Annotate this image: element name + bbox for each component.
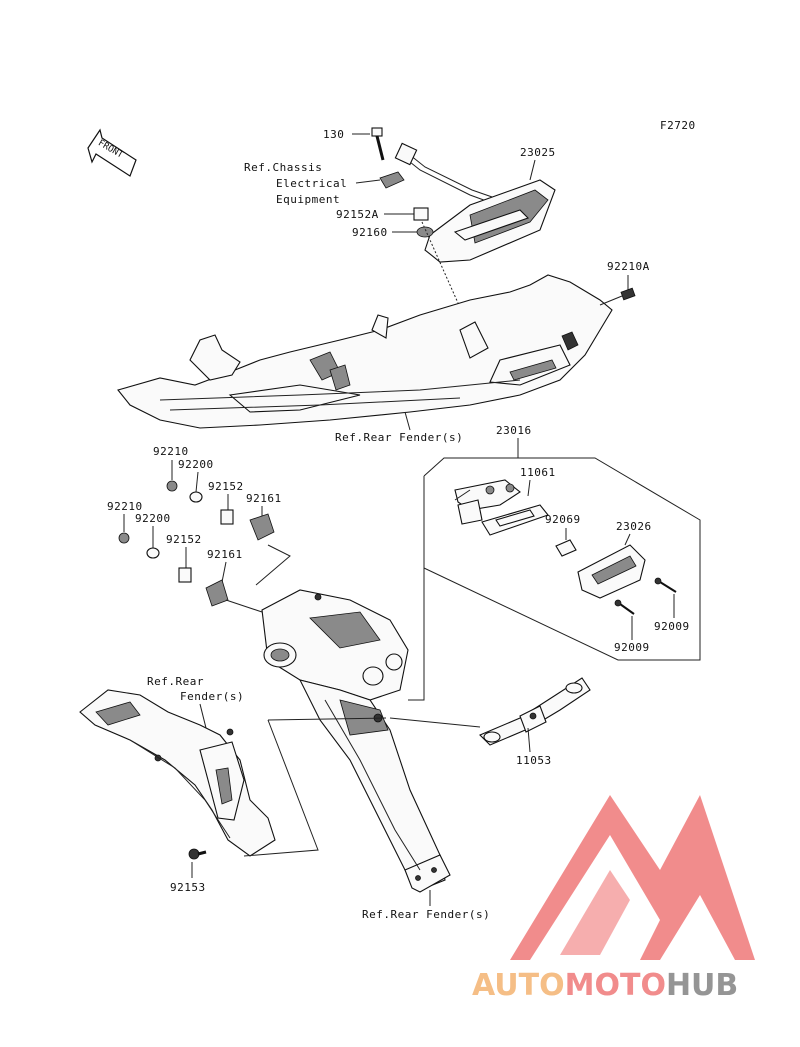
rear-fender-bracket-drawing [261,589,451,893]
license-plate-holder-drawing [479,677,591,746]
label-92200-b: 92200 [135,512,171,525]
label-11053: 11053 [516,754,552,767]
nut-92210-b-icon [118,532,130,544]
label-92210-b: 92210 [107,500,143,513]
label-23025: 23025 [520,146,556,159]
label-92210A: 92210A [607,260,650,273]
automotohub-watermark-logo: AUTOMOTOHUB [472,795,755,1003]
washer-92200-b-icon [146,547,160,559]
ref-rear-fender-top: Ref.Rear Fender(s) [335,431,463,444]
label-11061: 11061 [520,466,556,479]
ref-rear-fender-left-line1: Ref.Rear [147,675,204,688]
nut-92210-a-icon [166,480,178,492]
svg-text:AUTOMOTOHUB: AUTOMOTOHUB [472,968,738,1003]
label-130: 130 [323,128,344,141]
bolt-130-drawing [371,127,385,161]
label-92160: 92160 [352,226,388,239]
label-92152A: 92152A [336,208,379,221]
ref-chassis-line1: Ref.Chassis [244,161,322,174]
collar-92152-b-icon [178,567,192,583]
ref-rear-fender-bottom: Ref.Rear Fender(s) [362,908,490,921]
label-92152-b: 92152 [166,533,202,546]
ref-chassis-line3: Equipment [276,193,340,206]
watermark-hub: HUB [666,968,738,1003]
label-92069: 92069 [545,513,581,526]
rear-fender-left-drawing [79,689,276,857]
watermark-moto: MOTO [565,968,666,1003]
license-lamp-drawing [577,544,646,599]
washer-92200-a-icon [189,491,203,503]
collar-92152-a-icon [220,509,234,525]
label-23026: 23026 [616,520,652,533]
label-23016: 23016 [496,424,532,437]
front-arrow-icon: FRONT [87,128,137,177]
label-92009-b: 92009 [614,641,650,654]
bolt-92153-drawing [188,848,207,860]
label-92161-b: 92161 [207,548,243,561]
label-92200-a: 92200 [178,458,214,471]
label-92153: 92153 [170,881,206,894]
ref-chassis-line2: Electrical [276,177,347,190]
label-92009-a: 92009 [654,620,690,633]
screw-92009-b-drawing [614,599,635,615]
watermark-auto: AUTO [472,968,565,1003]
license-lamp-gasket-drawing [481,504,549,536]
tail-light-assembly-drawing [394,142,556,263]
screw-92009-a-drawing [654,577,677,593]
ref-rear-fender-left-line2: Fender(s) [180,690,244,703]
license-lamp-bracket-drawing [454,479,521,525]
rear-frame-drawing [117,274,623,429]
figure-code: F2720 [660,119,696,132]
label-92210-a: 92210 [153,445,189,458]
damper-92161-b-icon [205,579,229,607]
label-92152-a: 92152 [208,480,244,493]
label-92161-a: 92161 [246,492,282,505]
damper-92161-a-icon [249,513,275,541]
